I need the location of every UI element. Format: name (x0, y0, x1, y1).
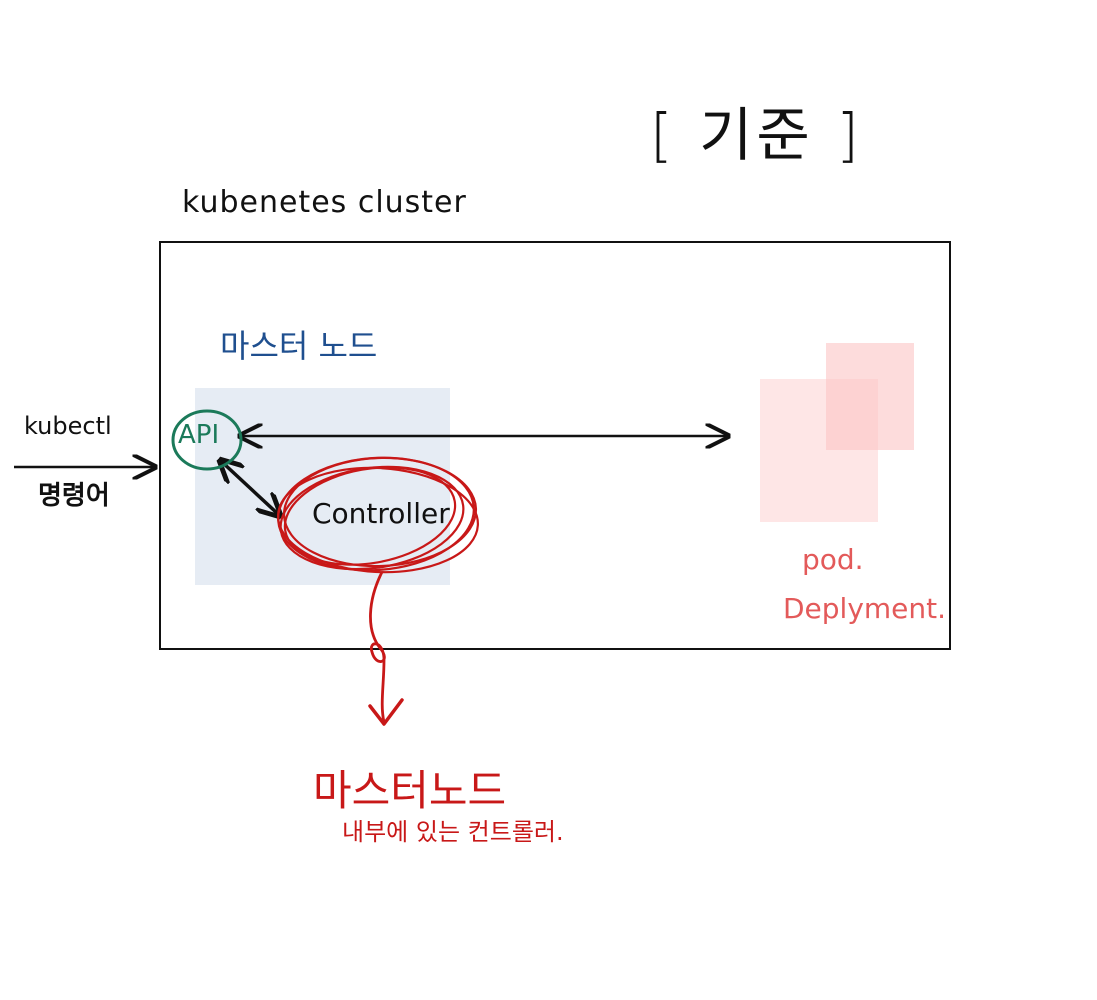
cluster-boundary (159, 241, 951, 650)
pod-label: pod. (802, 543, 864, 576)
api-circle (171, 409, 243, 471)
deployment-label: Deplyment. (783, 592, 947, 625)
callout-description: 내부에 있는 컨트롤러. (342, 818, 564, 846)
callout-arrow-head (368, 698, 404, 726)
controller-label: Controller (312, 497, 450, 530)
kubectl-label: kubectl (24, 412, 112, 440)
controller-scribble (276, 456, 480, 574)
command-label: 명령어 (38, 481, 110, 511)
master-node-label: 마스터 노드 (220, 327, 378, 365)
api-label: API (178, 420, 220, 450)
pod-area-front (826, 343, 914, 450)
callout-title: 마스터노드 (313, 766, 507, 815)
callout-arrow (369, 571, 386, 723)
diagram-title: [ 기준 ] (650, 101, 863, 169)
api-controller-arrow (222, 462, 278, 514)
cluster-label: kubenetes cluster (182, 185, 467, 220)
